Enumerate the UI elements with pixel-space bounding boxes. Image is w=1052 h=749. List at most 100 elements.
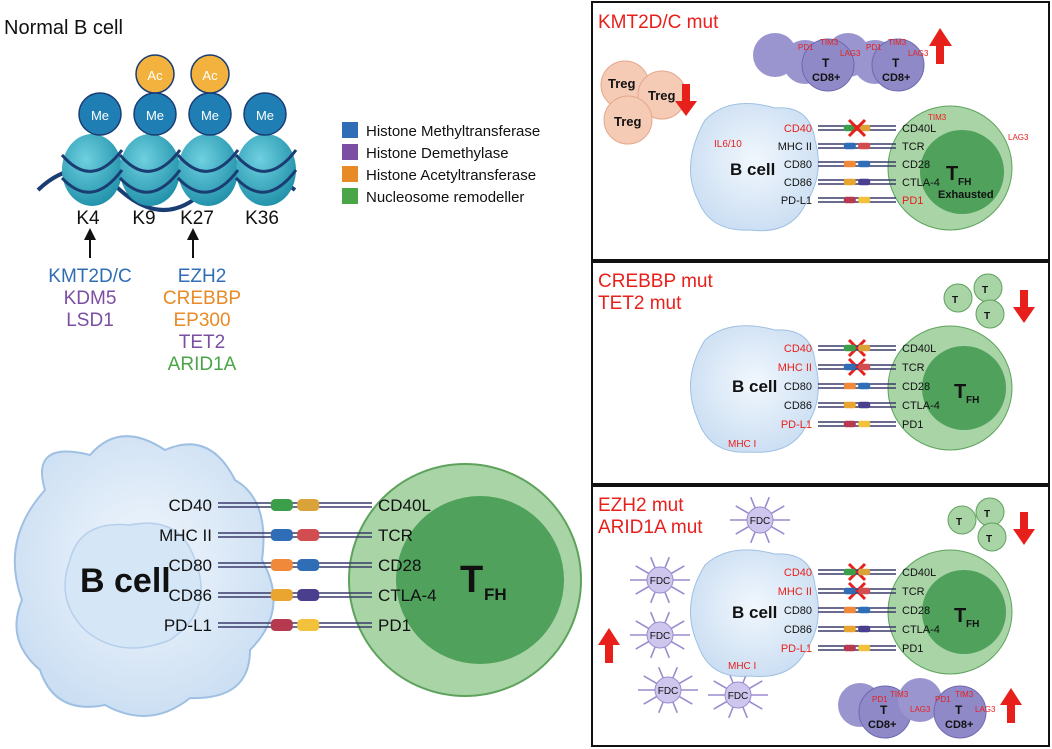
panel3-tfh-sub: FH (966, 619, 979, 630)
panel3-bcell (689, 549, 819, 677)
p3-lag3-1: LAG3 (910, 705, 931, 714)
enzyme-label: TET2 (179, 332, 225, 353)
panel1-bcell-label: B cell (730, 160, 775, 179)
fdc-label: FDC (650, 631, 671, 642)
ligand-label: CD40 (784, 123, 812, 135)
panel3-title1: EZH2 mut (598, 495, 684, 516)
legend-label: Histone Acetyltransferase (366, 167, 536, 184)
receptor-label: CTLA-4 (902, 400, 940, 412)
fdc-body (724, 681, 752, 709)
panel3-down-arrow (1013, 512, 1035, 545)
legend-swatch (342, 122, 358, 138)
me-mark-k36-label: Me (256, 108, 274, 123)
ligand-label: MHC II (778, 362, 812, 374)
receptor-label: PD1 (378, 616, 411, 635)
ligand-label: MHC II (778, 141, 812, 153)
p2-small-t3: T (984, 311, 990, 322)
treg-down-arrow (675, 84, 697, 116)
panel2-bcell-label: B cell (732, 377, 777, 396)
panel1-frame (591, 1, 1050, 261)
p3-lag3-2: LAG3 (975, 705, 996, 714)
legend-swatch (342, 188, 358, 204)
ligand-label: PD-L1 (781, 419, 812, 431)
nucleosome-array (36, 134, 298, 212)
p3-pd1-1: PD1 (872, 695, 888, 704)
cd8-sub-2: CD8+ (882, 72, 910, 84)
enzyme-label: CREBBP (163, 288, 241, 309)
cd8-cluster-top: T CD8+ T CD8+ PD1 TIM3 LAG3 PD1 TIM3 LAG… (753, 33, 929, 92)
residue-k36: K36 (245, 208, 279, 229)
receptor-label: PD1 (902, 419, 923, 431)
ligand-label: CD86 (784, 400, 812, 412)
cd8-tim3-1: TIM3 (820, 38, 839, 47)
residue-k27: K27 (180, 208, 214, 229)
fdc-label: FDC (750, 516, 771, 527)
me-mark-k27-label: Me (201, 108, 219, 123)
legend-swatch (342, 144, 358, 160)
receptor-label: CD28 (902, 605, 930, 617)
receptor-label: TCR (378, 526, 413, 545)
p3-cd8-sub2: CD8+ (945, 719, 973, 731)
cd8-tim3-2: TIM3 (888, 38, 907, 47)
panel1-tfh-sub: FH (958, 177, 971, 188)
ligand-label: CD40 (784, 343, 812, 355)
loss-x-mark (847, 118, 867, 138)
ligand-label: CD80 (784, 381, 812, 393)
panel2-mhc1: MHC I (728, 439, 756, 450)
cd8-cluster-bottom: T CD8+ T CD8+ PD1 TIM3 LAG3 PD1 TIM3 LAG… (838, 678, 996, 739)
ac-mark-k27-label: Ac (202, 68, 218, 83)
legend-swatch (342, 166, 358, 182)
cd8-pd1-1: PD1 (798, 43, 814, 52)
receptor-label: TCR (902, 362, 925, 374)
legend-label: Nucleosome remodeller (366, 189, 524, 206)
cd8-sub-1: CD8+ (812, 72, 840, 84)
loss-x-mark (847, 581, 867, 601)
panel2-down-arrow (1013, 290, 1035, 323)
p3-cd8-t2: T (955, 703, 963, 717)
ligand-label: CD40 (784, 567, 812, 579)
receptor-label: TCR (902, 141, 925, 153)
me-mark-k9-label: Me (146, 108, 164, 123)
fdc-label: FDC (728, 691, 749, 702)
fdc-label: FDC (650, 576, 671, 587)
histone-marks: Ac Ac Me Me Me Me (78, 54, 287, 136)
panel3-title2: ARID1A mut (598, 517, 703, 538)
fdc-label: FDC (658, 686, 679, 697)
me-mark-k9 (133, 92, 177, 136)
loss-x-mark (847, 338, 867, 358)
b-cell-label: B cell (80, 562, 171, 600)
ligand-label: MHC II (778, 586, 812, 598)
cd8-t-2: T (892, 56, 900, 70)
receptor-label: CTLA-4 (378, 586, 437, 605)
panel3-tfh-label: T (954, 605, 966, 627)
receptor-label: CD28 (902, 381, 930, 393)
panel1-bcell (689, 103, 819, 232)
ac-mark-k9-label: Ac (147, 68, 163, 83)
receptor-label: CTLA-4 (902, 624, 940, 636)
ligand-label: PD-L1 (781, 195, 812, 207)
panel2-frame (591, 261, 1050, 485)
loss-x-mark (847, 357, 867, 377)
receptor-label: PD1 (902, 643, 923, 655)
panel3-mhc1: MHC I (728, 661, 756, 672)
panel1-il: IL6/10 (714, 139, 742, 150)
receptor-label: PD1 (902, 195, 923, 207)
panel1-cells: T FH Exhausted TIM3 LAG3 B cell IL6/10 (689, 103, 1029, 232)
treg-label-1: Treg (648, 88, 676, 103)
fdc-body (654, 676, 682, 704)
cd8-t-1: T (822, 56, 830, 70)
enzyme-label: ARID1A (168, 354, 237, 375)
ligand-label: PD-L1 (781, 643, 812, 655)
panel1-exhausted: Exhausted (938, 189, 994, 201)
panel2-small-tfh: T T T (943, 273, 1005, 329)
p2-small-t1: T (952, 295, 958, 306)
b-cell-nucleus (64, 522, 202, 649)
p3-tim3-2: TIM3 (955, 690, 974, 699)
panel3-small-tfh: T T T (947, 497, 1007, 552)
cd8-up-arrow (929, 28, 952, 64)
ligand-label: MHC II (159, 526, 212, 545)
